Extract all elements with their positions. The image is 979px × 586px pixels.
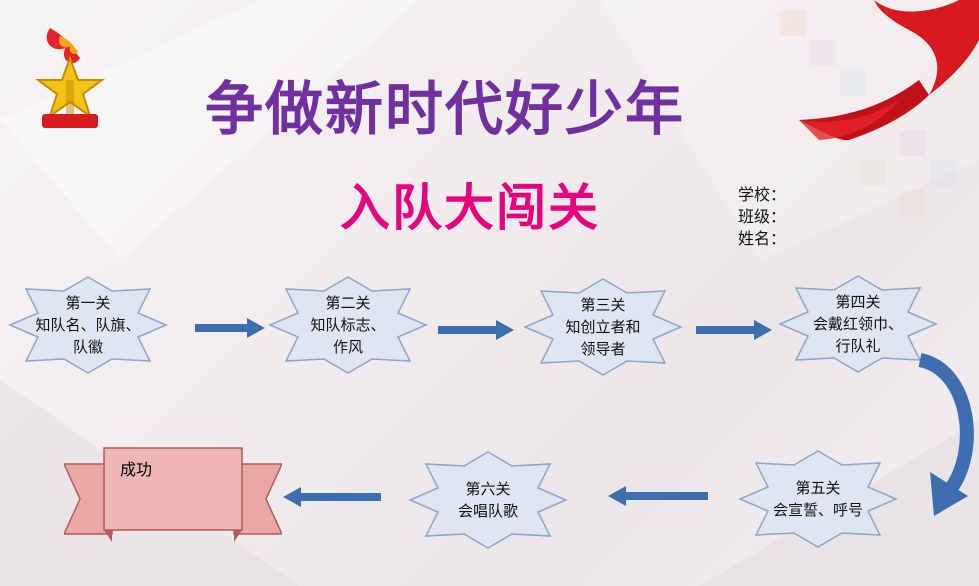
star-shape bbox=[778, 275, 938, 373]
name-label: 姓名： bbox=[738, 229, 787, 248]
stage-desc: 会唱队歌 bbox=[457, 502, 518, 520]
success-label: 成功 bbox=[120, 460, 153, 479]
page-title: 争做新时代好少年 bbox=[205, 75, 686, 143]
success-banner bbox=[64, 447, 282, 542]
stage-node-3: 第三关 知创立者和 领导者 bbox=[523, 277, 683, 377]
star-shape bbox=[738, 450, 898, 548]
school-label: 学校： bbox=[738, 185, 787, 204]
stage-desc: 知队名、队旗、 bbox=[35, 316, 141, 334]
stage-title: 第五关 bbox=[795, 479, 841, 497]
arrow-right-icon bbox=[696, 320, 772, 340]
stage-desc: 会宣誓、呼号 bbox=[772, 501, 863, 519]
stage-node-6: 第六关 会唱队歌 bbox=[408, 450, 568, 550]
arrow-left-icon bbox=[283, 487, 381, 507]
class-label: 班级： bbox=[738, 207, 787, 226]
red-scarf-icon bbox=[799, 0, 979, 141]
stage-node-2: 第二关 知队标志、 作风 bbox=[268, 275, 428, 375]
stage-desc-2: 领导者 bbox=[580, 340, 626, 358]
stage-title: 第三关 bbox=[580, 296, 626, 314]
stage-desc: 会戴红领巾、 bbox=[812, 315, 903, 333]
arrow-right-icon bbox=[195, 318, 265, 338]
arrow-right-icon bbox=[438, 320, 514, 340]
stage-node-5: 第五关 会宣誓、呼号 bbox=[738, 449, 898, 549]
stage-node-1: 第一关 知队名、队旗、 队徽 bbox=[8, 275, 168, 375]
stage-title: 第一关 bbox=[65, 294, 111, 312]
page-subtitle: 入队大闯关 bbox=[340, 179, 600, 237]
stage-node-4: 第四关 会戴红领巾、 行队礼 bbox=[778, 274, 938, 374]
stage-title: 第四关 bbox=[835, 293, 881, 311]
stage-title: 第二关 bbox=[325, 294, 371, 312]
star-shape bbox=[268, 276, 428, 374]
stage-desc-2: 队徽 bbox=[72, 338, 103, 356]
young-pioneers-emblem-icon bbox=[34, 28, 106, 128]
stage-desc-2: 行队礼 bbox=[835, 337, 881, 355]
stage-title: 第六关 bbox=[465, 480, 511, 498]
stage-desc-2: 作风 bbox=[332, 338, 363, 356]
curved-arrow-icon bbox=[918, 353, 974, 516]
stage-desc: 知创立者和 bbox=[565, 318, 641, 336]
star-shape bbox=[8, 276, 168, 374]
student-info: 学校： 班级： 姓名： bbox=[738, 184, 786, 250]
star-shape bbox=[408, 451, 568, 549]
star-shape bbox=[523, 278, 683, 376]
arrow-left-icon bbox=[608, 486, 708, 506]
stage-desc: 知队标志、 bbox=[310, 316, 386, 334]
